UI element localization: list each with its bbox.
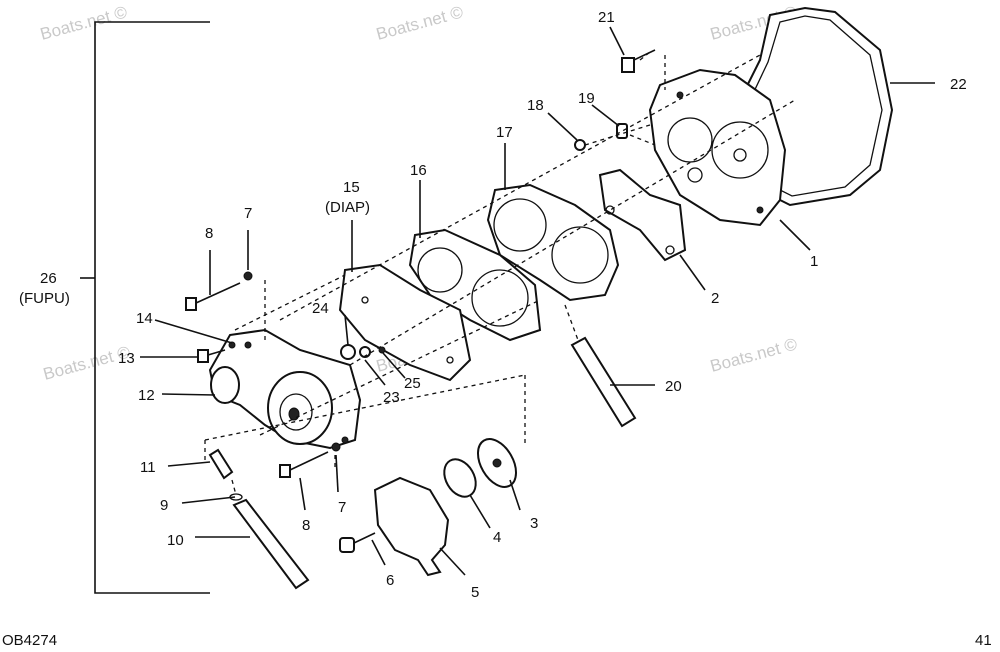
part-4-gasket <box>443 458 477 498</box>
part-23-spring <box>359 346 371 358</box>
watermark-6: Boats.net © <box>708 334 799 376</box>
leader-lines <box>140 26 935 576</box>
label-part-9: 9 <box>160 497 168 514</box>
part-3-filter-screen <box>477 438 517 488</box>
label-part-18: 18 <box>527 97 544 114</box>
label-part-6: 6 <box>386 572 394 589</box>
label-part-26-sub: (FUPU) <box>19 290 70 307</box>
label-part-22: 22 <box>950 76 967 93</box>
label-part-8-lower: 8 <box>302 517 310 534</box>
label-part-14: 14 <box>136 310 153 327</box>
part-14-washer <box>228 341 236 349</box>
label-part-23: 23 <box>383 389 400 406</box>
label-part-13: 13 <box>118 350 135 367</box>
part-19-plug <box>616 123 628 139</box>
alignment-lines <box>204 51 796 496</box>
part-5-filter-cover <box>373 476 450 577</box>
part-13-screw <box>197 349 226 363</box>
part-24-washer <box>340 344 356 360</box>
label-part-24: 24 <box>312 300 329 317</box>
part-18-nut <box>574 139 586 151</box>
label-part-15: 15 <box>343 179 360 196</box>
label-part-12: 12 <box>138 387 155 404</box>
label-part-15-sub: (DIAP) <box>325 199 370 216</box>
assembly-bracket <box>80 21 210 594</box>
label-part-25: 25 <box>404 375 421 392</box>
part-2-plate <box>598 168 687 262</box>
label-part-26: 26 <box>40 270 57 287</box>
watermark-2: Boats.net © <box>374 2 465 44</box>
label-part-3: 3 <box>530 515 538 532</box>
label-part-7-upper: 7 <box>244 205 252 222</box>
part-8-screw-lower <box>279 451 329 478</box>
part-labels: 1 2 3 4 5 6 7 7 8 8 9 10 11 12 13 14 15 … <box>19 9 967 601</box>
label-part-2: 2 <box>711 290 719 307</box>
part-25-pin <box>378 346 386 354</box>
part-6-screw <box>339 532 376 553</box>
part-16-gasket <box>408 228 542 342</box>
label-part-10: 10 <box>167 532 184 549</box>
watermark-1: Boats.net © <box>38 2 129 44</box>
label-part-20: 20 <box>665 378 682 395</box>
label-part-21: 21 <box>598 9 615 26</box>
part-17-valve-body <box>486 183 620 302</box>
part-7-washer-upper <box>243 271 253 281</box>
part-11-fitting <box>208 448 234 480</box>
label-part-7-lower: 7 <box>338 499 346 516</box>
label-part-8-upper: 8 <box>205 225 213 242</box>
label-part-5: 5 <box>471 584 479 601</box>
page-number: 41 <box>975 632 992 649</box>
label-part-1: 1 <box>810 253 818 270</box>
part-21-screw <box>621 49 656 73</box>
part-1-pump-body <box>648 68 787 227</box>
label-part-4: 4 <box>493 529 501 546</box>
label-part-11: 11 <box>140 459 156 476</box>
label-part-16: 16 <box>410 162 427 179</box>
part-7-washer-lower <box>331 442 341 452</box>
part-15-diaphragm <box>338 263 472 382</box>
part-10-hose <box>232 498 310 590</box>
part-8-screw-upper <box>185 282 241 311</box>
figure-id: OB4274 <box>2 632 57 649</box>
label-part-19: 19 <box>578 90 595 107</box>
part-12-pump-cover <box>208 328 362 450</box>
label-part-17: 17 <box>496 124 513 141</box>
part-20-hose <box>570 336 637 428</box>
